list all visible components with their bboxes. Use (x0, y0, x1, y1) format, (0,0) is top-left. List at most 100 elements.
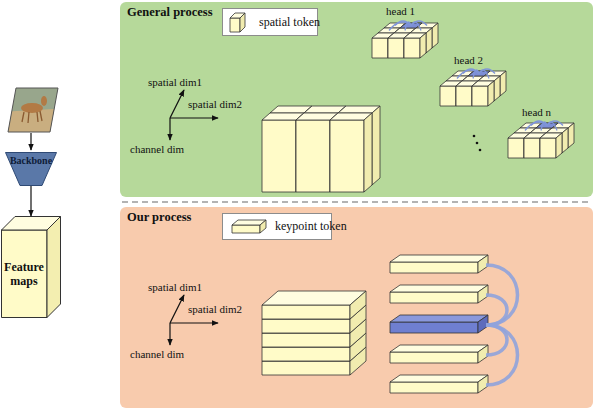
axes (170, 90, 218, 140)
spatial-token (456, 81, 478, 86)
spatial-token (524, 133, 546, 138)
spatial-token (432, 23, 438, 48)
spatial-token (410, 28, 416, 53)
spatial-token (536, 128, 552, 148)
spatial-token (546, 133, 562, 153)
axis-arrow (169, 323, 170, 345)
spatial-token (472, 81, 494, 86)
keypoint-token (262, 361, 350, 375)
spatial-token (462, 76, 468, 101)
spatial-token (446, 76, 468, 81)
keypoint-token (262, 319, 366, 333)
cube-face (2, 230, 48, 318)
axes (170, 295, 218, 345)
image-animal (22, 112, 24, 122)
keypoint-token (478, 255, 488, 273)
attention-arc (547, 121, 563, 126)
flow-arrow (30, 133, 31, 150)
spatial-token (296, 120, 330, 192)
spatial-token (546, 128, 552, 153)
spatial-token (452, 76, 468, 96)
spatial-token (452, 71, 474, 76)
spatial-token (530, 128, 536, 153)
feature-map-cube: Feature maps (1, 216, 61, 318)
token-icon (232, 220, 266, 233)
attention-arc (411, 22, 421, 31)
query-token (536, 123, 558, 128)
axis-arrow (169, 118, 170, 140)
axis-arrow (170, 322, 218, 323)
spatial-token (304, 106, 312, 185)
spatial-token (468, 71, 474, 96)
image-sky (0, 86, 70, 136)
spatial-token (426, 28, 432, 53)
spatial-token (568, 123, 574, 148)
image-animal (37, 112, 38, 122)
spatial-token (440, 81, 462, 86)
query-token (390, 315, 488, 322)
keypoint-token (390, 375, 488, 382)
process-panel: Our processkeypoint token (120, 207, 593, 408)
spatial-token (384, 23, 406, 28)
spatial-token (488, 81, 494, 106)
spatial-token (404, 38, 420, 58)
attention-arc (473, 70, 479, 79)
token-icon (232, 225, 260, 233)
spatial-token (552, 123, 574, 128)
keypoint-token (390, 262, 478, 273)
spatial-token (296, 113, 304, 192)
spatial-token (468, 71, 490, 76)
spatial-token (416, 23, 438, 28)
axis-label: spatial dim1 (148, 281, 202, 294)
keypoint-token (390, 292, 478, 303)
spatial-token (262, 120, 296, 192)
spatial-token (468, 76, 484, 96)
image-animal (21, 103, 43, 113)
keypoint-token (262, 333, 350, 347)
spatial-token (540, 138, 556, 158)
axis-label: channel dim (130, 143, 184, 156)
axis-arrow (170, 117, 218, 118)
spatial-token (304, 113, 338, 185)
spatial-token (484, 76, 500, 96)
spatial-token (270, 113, 304, 185)
token-icon (230, 18, 240, 32)
attention-arc (486, 325, 518, 385)
attention-arc (457, 70, 479, 79)
spatial-token (400, 23, 406, 48)
attention-arc (411, 21, 427, 26)
block-label: Feature maps (1, 230, 47, 318)
spatial-token (440, 86, 456, 106)
legend-box: spatial token (222, 8, 318, 36)
spatial-token (388, 38, 404, 58)
query-token (478, 315, 488, 333)
keypoint-token (478, 375, 488, 393)
spatial-token (552, 123, 558, 148)
attention-arc (479, 70, 489, 79)
spatial-token (546, 128, 568, 133)
keypoint-token (262, 319, 350, 333)
attention-arc (531, 121, 547, 126)
spatial-token (478, 76, 500, 81)
spatial-token (508, 133, 530, 138)
keypoint-token (262, 305, 350, 319)
attention-arc (395, 21, 411, 26)
image-animal (28, 112, 29, 123)
attention-arc (486, 295, 507, 325)
keypoint-tokens (390, 255, 488, 393)
keypoint-token (262, 347, 350, 361)
attention-head (508, 121, 574, 158)
input-image (0, 86, 70, 136)
keypoint-token (350, 291, 366, 319)
keypoint-token (478, 345, 488, 363)
spatial-token (394, 28, 416, 33)
query-token (468, 71, 490, 76)
trapezoid-outline (6, 153, 57, 186)
spatial-token (462, 81, 478, 101)
spatial-token (520, 128, 536, 148)
axis-arrow (170, 90, 184, 118)
spatial-token (524, 133, 530, 158)
keypoint-token (390, 255, 488, 262)
